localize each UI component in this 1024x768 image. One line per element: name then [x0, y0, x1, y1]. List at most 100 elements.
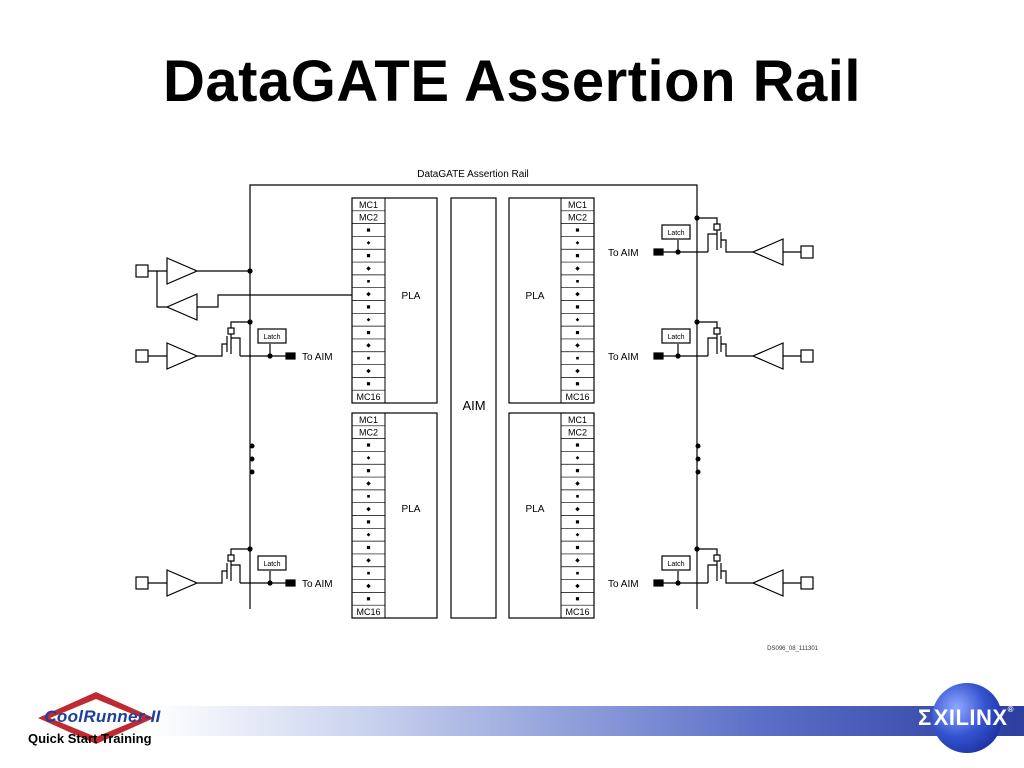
wire: [697, 548, 718, 555]
macrocell-dot: [366, 368, 371, 374]
to-aim-arrow: [653, 579, 664, 587]
macrocell-dot: [575, 443, 580, 447]
junction: [267, 580, 273, 586]
xilinx-logo: ΣXILINX®: [918, 705, 1014, 731]
wire: [231, 337, 241, 356]
macrocell-dot: [576, 571, 579, 575]
to-aim-label: To AIM: [608, 352, 639, 363]
slide-title: DataGATE Assertion Rail: [163, 49, 861, 114]
macrocell-dot: [366, 254, 371, 258]
to-aim-arrow: [653, 248, 664, 256]
input-buffer: [752, 569, 784, 597]
macrocell-dot: [575, 545, 580, 550]
wire: [721, 239, 753, 253]
function-blocks: MC1MC2MC16PLAMC1MC2MC16PLAMC1MC2MC16PLAM…: [351, 197, 595, 619]
macrocell-dot: [575, 532, 580, 537]
macrocell-dot: [367, 279, 370, 283]
input-buffer: [166, 342, 198, 370]
latch-box: [661, 328, 691, 344]
macrocell-dot: [575, 506, 580, 512]
junction: [675, 580, 681, 586]
macrocell-dot: [575, 583, 580, 589]
junction: [694, 546, 700, 552]
macrocell-dot: [366, 291, 371, 297]
gate-contact: [227, 327, 235, 335]
aim-block: AIM: [450, 197, 497, 619]
pla-label: PLA: [402, 291, 421, 302]
to-aim-label: To AIM: [302, 579, 333, 590]
wire: [697, 217, 718, 224]
gate-contact: [713, 554, 721, 562]
pla-label: PLA: [402, 504, 421, 515]
macrocell-label: MC1: [359, 200, 378, 210]
junction: [694, 319, 700, 325]
wire: [707, 337, 717, 356]
junction: [694, 215, 700, 221]
latch-label: Latch: [667, 334, 684, 341]
latch-box: [661, 224, 691, 240]
xilinx-name: XILINX: [933, 705, 1008, 730]
io-channel-right: [653, 546, 814, 597]
input-buffer: [166, 569, 198, 597]
io-pin: [135, 349, 149, 363]
ellipsis-right: [695, 443, 701, 475]
footer-band: [150, 706, 1024, 736]
macrocell-label: MC2: [359, 213, 378, 223]
aim-label: AIM: [462, 398, 485, 413]
to-aim-label: To AIM: [302, 352, 333, 363]
junction: [247, 319, 253, 325]
latch-box: [257, 328, 287, 344]
latch-box: [661, 555, 691, 571]
macrocell-dot: [366, 330, 371, 335]
left-io-channels: Latch To AIM Latch To AIM: [135, 319, 333, 597]
input-buffer: [752, 342, 784, 370]
macrocell-dot: [575, 469, 580, 473]
macrocell-dot: [366, 456, 371, 460]
macrocell-dot: [366, 597, 371, 601]
macrocell-dot: [367, 494, 370, 498]
macrocell-dot: [366, 241, 371, 245]
wire: [197, 343, 227, 357]
macrocell-dot: [575, 305, 580, 309]
io-pin: [135, 576, 149, 590]
macrocell-dot: [575, 382, 580, 386]
macrocell-dot: [575, 520, 580, 524]
macrocell-dot: [367, 356, 370, 360]
to-aim-arrow: [285, 579, 296, 587]
gate-contact: [713, 223, 721, 231]
macrocell-dot: [575, 481, 580, 486]
io-channel-right: [653, 215, 814, 266]
wire: [707, 233, 717, 252]
xilinx-globe-icon: [932, 683, 1002, 753]
latch-label: Latch: [263, 561, 280, 568]
macrocell-dot: [575, 254, 580, 258]
to-aim-arrow: [653, 352, 664, 360]
macrocell-dot: [366, 443, 371, 447]
ellipsis-left: [249, 443, 255, 475]
macrocell-dot: [366, 266, 371, 271]
rail-label: DataGATE Assertion Rail: [417, 169, 529, 180]
macrocell-dot: [366, 506, 371, 512]
macrocell-dot: [366, 558, 371, 563]
macrocell-dot: [575, 368, 580, 374]
wire: [697, 321, 718, 328]
macrocell-dot: [575, 317, 580, 322]
macrocell-dot: [366, 481, 371, 486]
to-aim-label: To AIM: [608, 248, 639, 259]
macrocell-label: MC16: [356, 607, 380, 617]
latch-label: Latch: [263, 334, 280, 341]
macrocell-dot: [367, 571, 370, 575]
macrocell-dot: [366, 469, 371, 473]
io-pin: [800, 245, 814, 259]
macrocell-dot: [366, 317, 371, 322]
macrocell-dot: [575, 558, 580, 563]
macrocell-dot: [576, 279, 579, 283]
latch-box: [257, 555, 287, 571]
macrocell-dot: [366, 343, 371, 348]
macrocell-dot: [575, 291, 580, 297]
wire: [231, 564, 241, 583]
to-aim-label: To AIM: [608, 579, 639, 590]
